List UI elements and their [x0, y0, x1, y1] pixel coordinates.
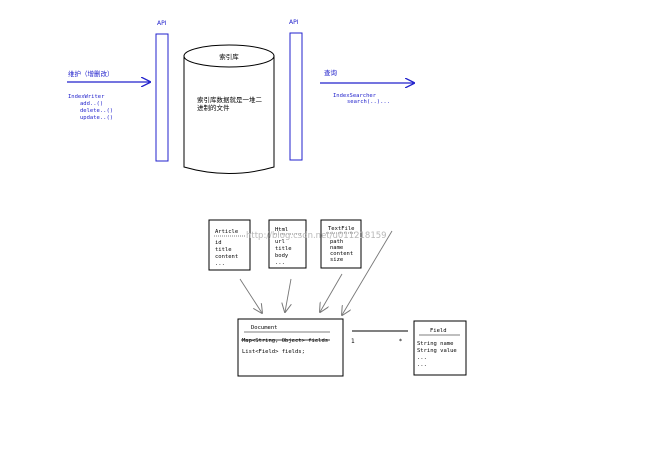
- html-field: url: [275, 239, 285, 245]
- textfile-field: path: [330, 239, 343, 245]
- html-title: Html: [275, 227, 288, 233]
- multiplicity-many: *: [399, 338, 402, 345]
- article-title: Article: [215, 229, 238, 235]
- query-label: 查询: [324, 68, 338, 77]
- multiplicity-one: 1: [351, 338, 355, 345]
- writer-add-method: add..(): [80, 101, 103, 107]
- index-writer-methods: IndexWriter add..() delete..() update..(…: [68, 94, 113, 121]
- article-box: [208, 219, 251, 271]
- html-field: ...: [275, 260, 285, 266]
- index-store-description-line2: 进制的文件: [197, 103, 230, 112]
- watermark: http://blog.csdn.net/u011218159: [246, 231, 387, 241]
- article-field: id: [215, 240, 222, 246]
- writer-delete-method: delete..(): [80, 108, 113, 114]
- searcher-search-method: search(..)...: [347, 99, 390, 105]
- textfile-field: content: [330, 251, 353, 257]
- field-property: String name: [417, 341, 453, 347]
- field-box: [413, 320, 467, 376]
- index-writer-class: IndexWriter: [68, 94, 105, 100]
- html-box: [268, 219, 307, 269]
- textfile-title: TextFile: [328, 226, 355, 232]
- html-field: title: [275, 246, 292, 252]
- field-property: ...: [417, 355, 427, 361]
- api-right-label: API: [289, 19, 299, 26]
- html-content: Html url title body ...: [274, 227, 301, 266]
- textfile-to-document-arrow: [320, 273, 343, 312]
- document-box: [237, 318, 344, 377]
- field-content: Field String name String value ... ...: [417, 328, 460, 368]
- textfile-box: [320, 219, 362, 269]
- api-left-bar: [155, 33, 169, 162]
- api-right-bar: [289, 32, 303, 161]
- index-searcher-class: IndexSearcher: [333, 93, 377, 99]
- maintain-label: 维护（增删改）: [68, 69, 114, 78]
- field-property: String value: [417, 348, 457, 354]
- textfile-field: name: [330, 245, 343, 251]
- document-list-fields: List<Field> fields;: [242, 349, 305, 355]
- textfile-content: TextFile path name content size: [326, 226, 356, 263]
- article-to-document-arrow: [239, 278, 262, 313]
- other-to-document-arrow: [342, 230, 393, 315]
- document-content: Document Map<String, Object> fields List…: [241, 325, 330, 355]
- field-title: Field: [430, 328, 447, 334]
- document-title: Document: [251, 325, 278, 331]
- writer-update-method: update..(): [80, 115, 113, 121]
- article-field: content: [215, 254, 238, 260]
- index-store-description-line1: 索引库数据就是一堆二: [197, 95, 263, 104]
- index-store-cylinder: [183, 44, 275, 174]
- index-store-title: 索引库: [219, 52, 239, 61]
- article-content: Article id title content ...: [214, 229, 245, 267]
- field-property: ...: [417, 362, 427, 368]
- html-field: body: [275, 253, 289, 259]
- html-to-document-arrow: [285, 278, 291, 312]
- textfile-field: size: [330, 257, 343, 263]
- document-map-fields: Map<String, Object> fields: [242, 338, 328, 344]
- article-field: title: [215, 247, 232, 253]
- api-left-label: API: [157, 20, 167, 27]
- index-searcher-methods: IndexSearcher search(..)...: [333, 93, 390, 105]
- article-field: ...: [215, 261, 225, 267]
